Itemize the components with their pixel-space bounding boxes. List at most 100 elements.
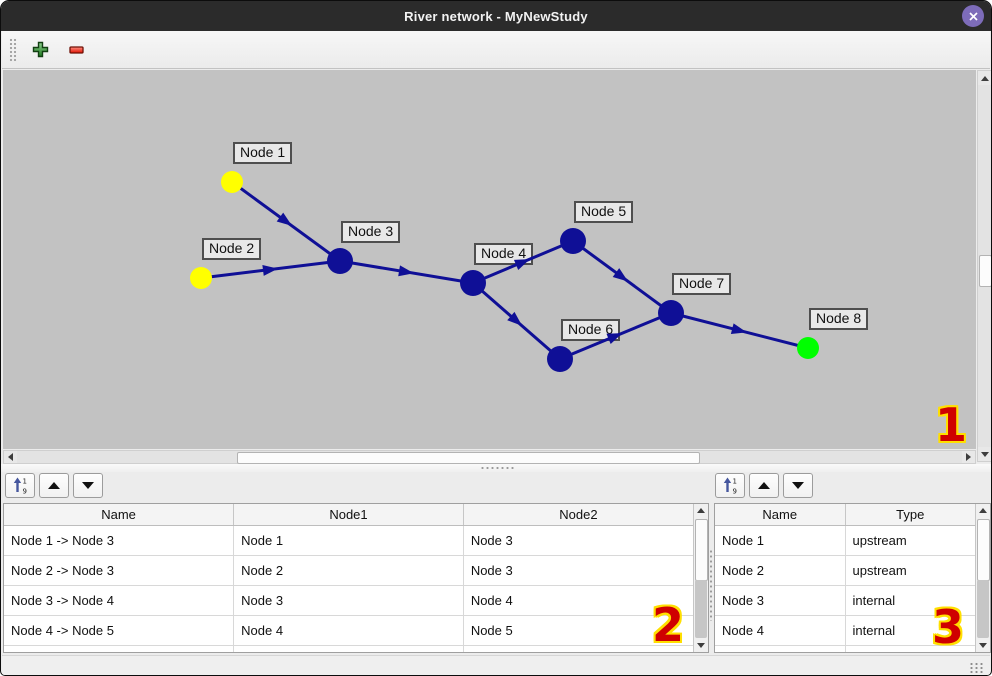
table-cell[interactable]: upstream xyxy=(845,525,975,556)
node-label: Node 4 xyxy=(474,243,534,265)
node-move-up-button[interactable] xyxy=(749,473,779,498)
table-cell[interactable]: Node 4 xyxy=(715,615,846,646)
table-cell[interactable]: Node 3 xyxy=(715,585,846,616)
table-cell[interactable]: Node 4 xyxy=(463,585,693,616)
edge-table-scrollbar[interactable] xyxy=(693,504,708,652)
column-header-name[interactable]: Name xyxy=(715,504,846,526)
column-header-type[interactable]: Type xyxy=(845,504,975,526)
table-cell[interactable]: Node 2 xyxy=(233,555,464,586)
edge-move-down-button[interactable] xyxy=(73,473,103,498)
sort-1-9-icon: 1 9 xyxy=(13,477,26,495)
scroll-right-button[interactable] xyxy=(962,451,975,463)
pane-splitter-handle[interactable] xyxy=(1,464,991,472)
table-cell xyxy=(845,645,975,652)
river-node[interactable] xyxy=(560,228,586,254)
svg-text:1: 1 xyxy=(22,478,26,486)
table-cell[interactable]: Node 3 -> Node 4 xyxy=(4,585,235,616)
table-scroll-thumb[interactable] xyxy=(695,519,708,581)
scroll-down-button[interactable] xyxy=(978,447,991,461)
toolbar-drag-handle[interactable] xyxy=(9,37,17,62)
svg-text:1: 1 xyxy=(732,478,736,486)
table-cell[interactable]: Node 4 xyxy=(233,615,464,646)
close-button[interactable] xyxy=(962,5,984,27)
scroll-down-button[interactable] xyxy=(976,639,990,652)
river-node[interactable] xyxy=(547,346,573,372)
scroll-groove[interactable] xyxy=(695,580,707,638)
river-node[interactable] xyxy=(190,267,212,289)
plus-icon xyxy=(32,41,48,58)
river-node[interactable] xyxy=(797,337,819,359)
river-node[interactable] xyxy=(221,171,243,193)
partial-row xyxy=(4,645,693,652)
node-label: Node 5 xyxy=(574,201,634,223)
table-cell[interactable]: internal xyxy=(845,585,975,616)
scroll-up-button[interactable] xyxy=(978,71,991,85)
sort-1-9-icon: 1 9 xyxy=(723,477,736,494)
node-move-down-button[interactable] xyxy=(783,473,813,498)
minus-icon xyxy=(68,46,84,54)
table-cell[interactable]: Node 3 xyxy=(463,525,693,556)
table-cell[interactable]: Node 1 -> Node 3 xyxy=(4,525,235,556)
node-label: Node 7 xyxy=(672,273,732,295)
table-cell[interactable]: Node 3 xyxy=(463,555,693,586)
table-cell xyxy=(4,645,235,652)
node-label: Node 8 xyxy=(809,308,869,330)
canvas-horizontal-scrollbar[interactable] xyxy=(3,450,976,464)
table-cell[interactable]: Node 5 xyxy=(463,615,693,646)
scroll-groove[interactable] xyxy=(977,580,989,638)
flow-direction-arrow-icon xyxy=(507,311,523,326)
add-button[interactable] xyxy=(27,37,53,63)
scroll-up-button[interactable] xyxy=(694,504,708,517)
table-cell[interactable]: Node 1 xyxy=(233,525,464,556)
node-label: Node 6 xyxy=(561,319,621,341)
column-header-node2[interactable]: Node2 xyxy=(463,504,693,526)
resize-grip[interactable] xyxy=(969,662,984,673)
scroll-down-button[interactable] xyxy=(694,639,708,652)
table-cell[interactable]: internal xyxy=(845,615,975,646)
table-scroll-thumb[interactable] xyxy=(977,519,990,581)
down-arrow-icon xyxy=(980,451,989,457)
table-cell[interactable]: Node 2 xyxy=(715,555,846,586)
flow-direction-arrow-icon xyxy=(513,259,530,270)
column-header-name[interactable]: Name xyxy=(4,504,235,526)
table-cell[interactable]: Node 3 xyxy=(233,585,464,616)
flow-direction-arrow-icon xyxy=(262,264,278,276)
node-sort-button[interactable]: 1 9 xyxy=(715,473,745,498)
node-label: Node 1 xyxy=(233,142,293,164)
canvas-vertical-scrollbar[interactable] xyxy=(977,70,991,462)
table-cell[interactable]: Node 2 -> Node 3 xyxy=(4,555,235,586)
flow-direction-arrow-icon xyxy=(276,212,293,226)
river-node[interactable] xyxy=(460,270,486,296)
column-header-node1[interactable]: Node1 xyxy=(233,504,464,526)
svg-text:9: 9 xyxy=(22,488,26,495)
river-node[interactable] xyxy=(658,300,684,326)
scroll-left-button[interactable] xyxy=(4,451,17,463)
remove-button[interactable] xyxy=(63,37,89,63)
table-cell[interactable]: Node 1 xyxy=(715,525,846,556)
table-cell[interactable]: upstream xyxy=(845,555,975,586)
edge-move-up-button[interactable] xyxy=(39,473,69,498)
node-table-scrollbar[interactable] xyxy=(975,504,990,652)
vertical-scroll-thumb[interactable] xyxy=(979,255,991,287)
horizontal-scroll-thumb[interactable] xyxy=(237,452,700,464)
edge-sort-button[interactable]: 1 9 xyxy=(5,473,35,498)
left-arrow-icon xyxy=(8,453,13,461)
move-down-icon xyxy=(792,482,804,489)
table-splitter-handle[interactable] xyxy=(709,549,714,621)
table-cell[interactable]: Node 4 -> Node 5 xyxy=(4,615,235,646)
scroll-up-button[interactable] xyxy=(976,504,990,517)
up-arrow-icon xyxy=(979,508,987,513)
river-node[interactable] xyxy=(327,248,353,274)
